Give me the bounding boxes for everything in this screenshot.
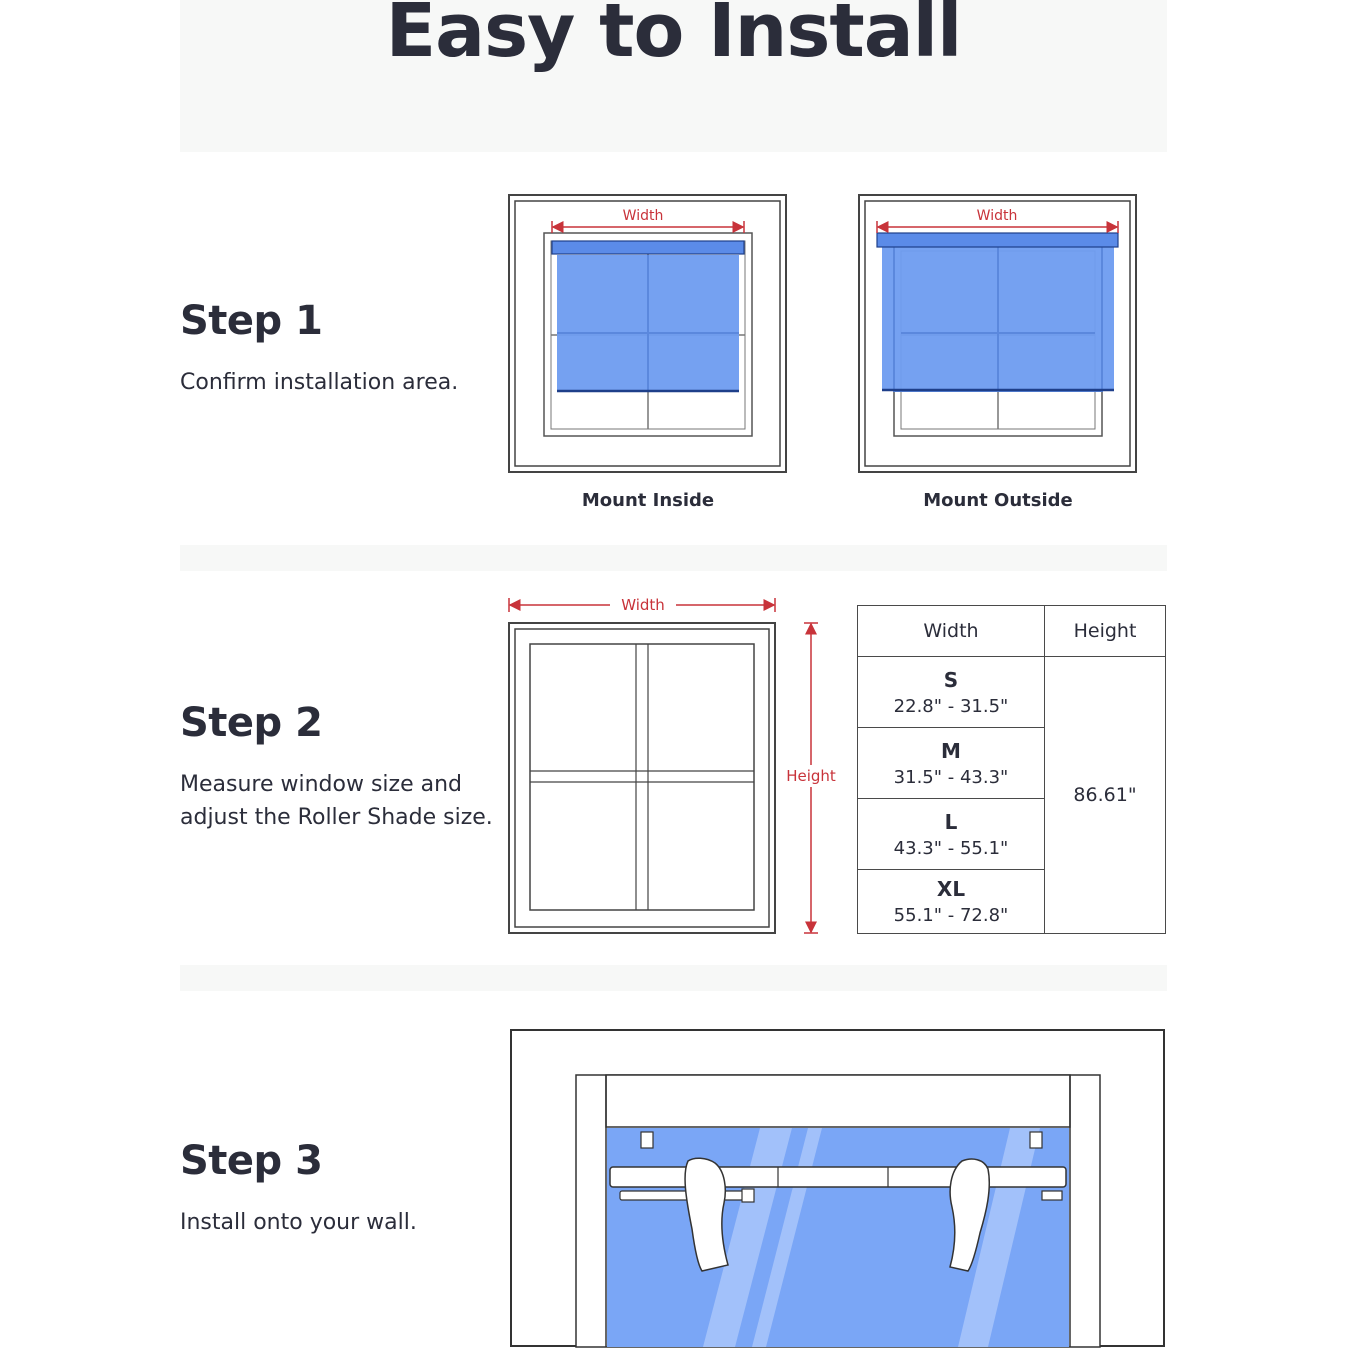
outside-width-label: Width	[977, 208, 1018, 224]
section-divider	[180, 965, 1167, 991]
hand-right	[949, 1158, 991, 1272]
title-band: Easy to Install	[180, 0, 1167, 152]
page-title: Easy to Install	[385, 0, 963, 74]
step2-heading: Step 2	[180, 700, 323, 746]
step1-description: Confirm installation area.	[180, 370, 459, 395]
size-range: 43.3" - 55.1"	[893, 837, 1009, 859]
size-label: XL	[936, 877, 966, 901]
step3-description: Install onto your wall.	[180, 1210, 417, 1235]
install-illustration	[510, 1029, 1165, 1348]
step3-heading: Step 3	[180, 1138, 323, 1184]
section-divider	[180, 545, 1167, 571]
measure-width-label: Width	[621, 596, 665, 614]
size-row-xl: XL 55.1" - 72.8"	[857, 869, 1045, 934]
mount-outside-caption: Mount Outside	[923, 490, 1073, 511]
measure-window-diagram: Width Height	[508, 595, 841, 934]
inside-width-label: Width	[623, 208, 664, 224]
bracket-left	[640, 1131, 654, 1149]
height-value: 86.61"	[1044, 656, 1166, 934]
size-row-s: S 22.8" - 31.5"	[857, 656, 1045, 728]
table-header-height: Height	[1044, 605, 1166, 657]
mount-inside-diagram: Width	[508, 194, 787, 473]
size-row-l: L 43.3" - 55.1"	[857, 798, 1045, 870]
size-range: 55.1" - 72.8"	[893, 905, 1009, 926]
bracket-right	[1029, 1131, 1043, 1149]
size-label: S	[943, 667, 959, 692]
step2-description: Measure window size and adjust the Rolle…	[180, 772, 493, 830]
measure-height-label: Height	[786, 767, 836, 785]
mount-inside-caption: Mount Inside	[581, 490, 715, 511]
size-range: 22.8" - 31.5"	[893, 695, 1009, 717]
size-label: M	[941, 738, 961, 763]
mount-outside-diagram: Width	[858, 194, 1137, 473]
size-chart-table: Width Height S 22.8" - 31.5" 86.61" M 31…	[857, 605, 1166, 934]
table-header-width: Width	[857, 605, 1045, 657]
hand-left	[684, 1157, 729, 1272]
size-label: L	[944, 809, 958, 834]
roller-tube	[609, 1166, 1067, 1188]
step1-heading: Step 1	[180, 298, 323, 344]
size-range: 31.5" - 43.3"	[893, 766, 1009, 788]
size-row-m: M 31.5" - 43.3"	[857, 727, 1045, 799]
